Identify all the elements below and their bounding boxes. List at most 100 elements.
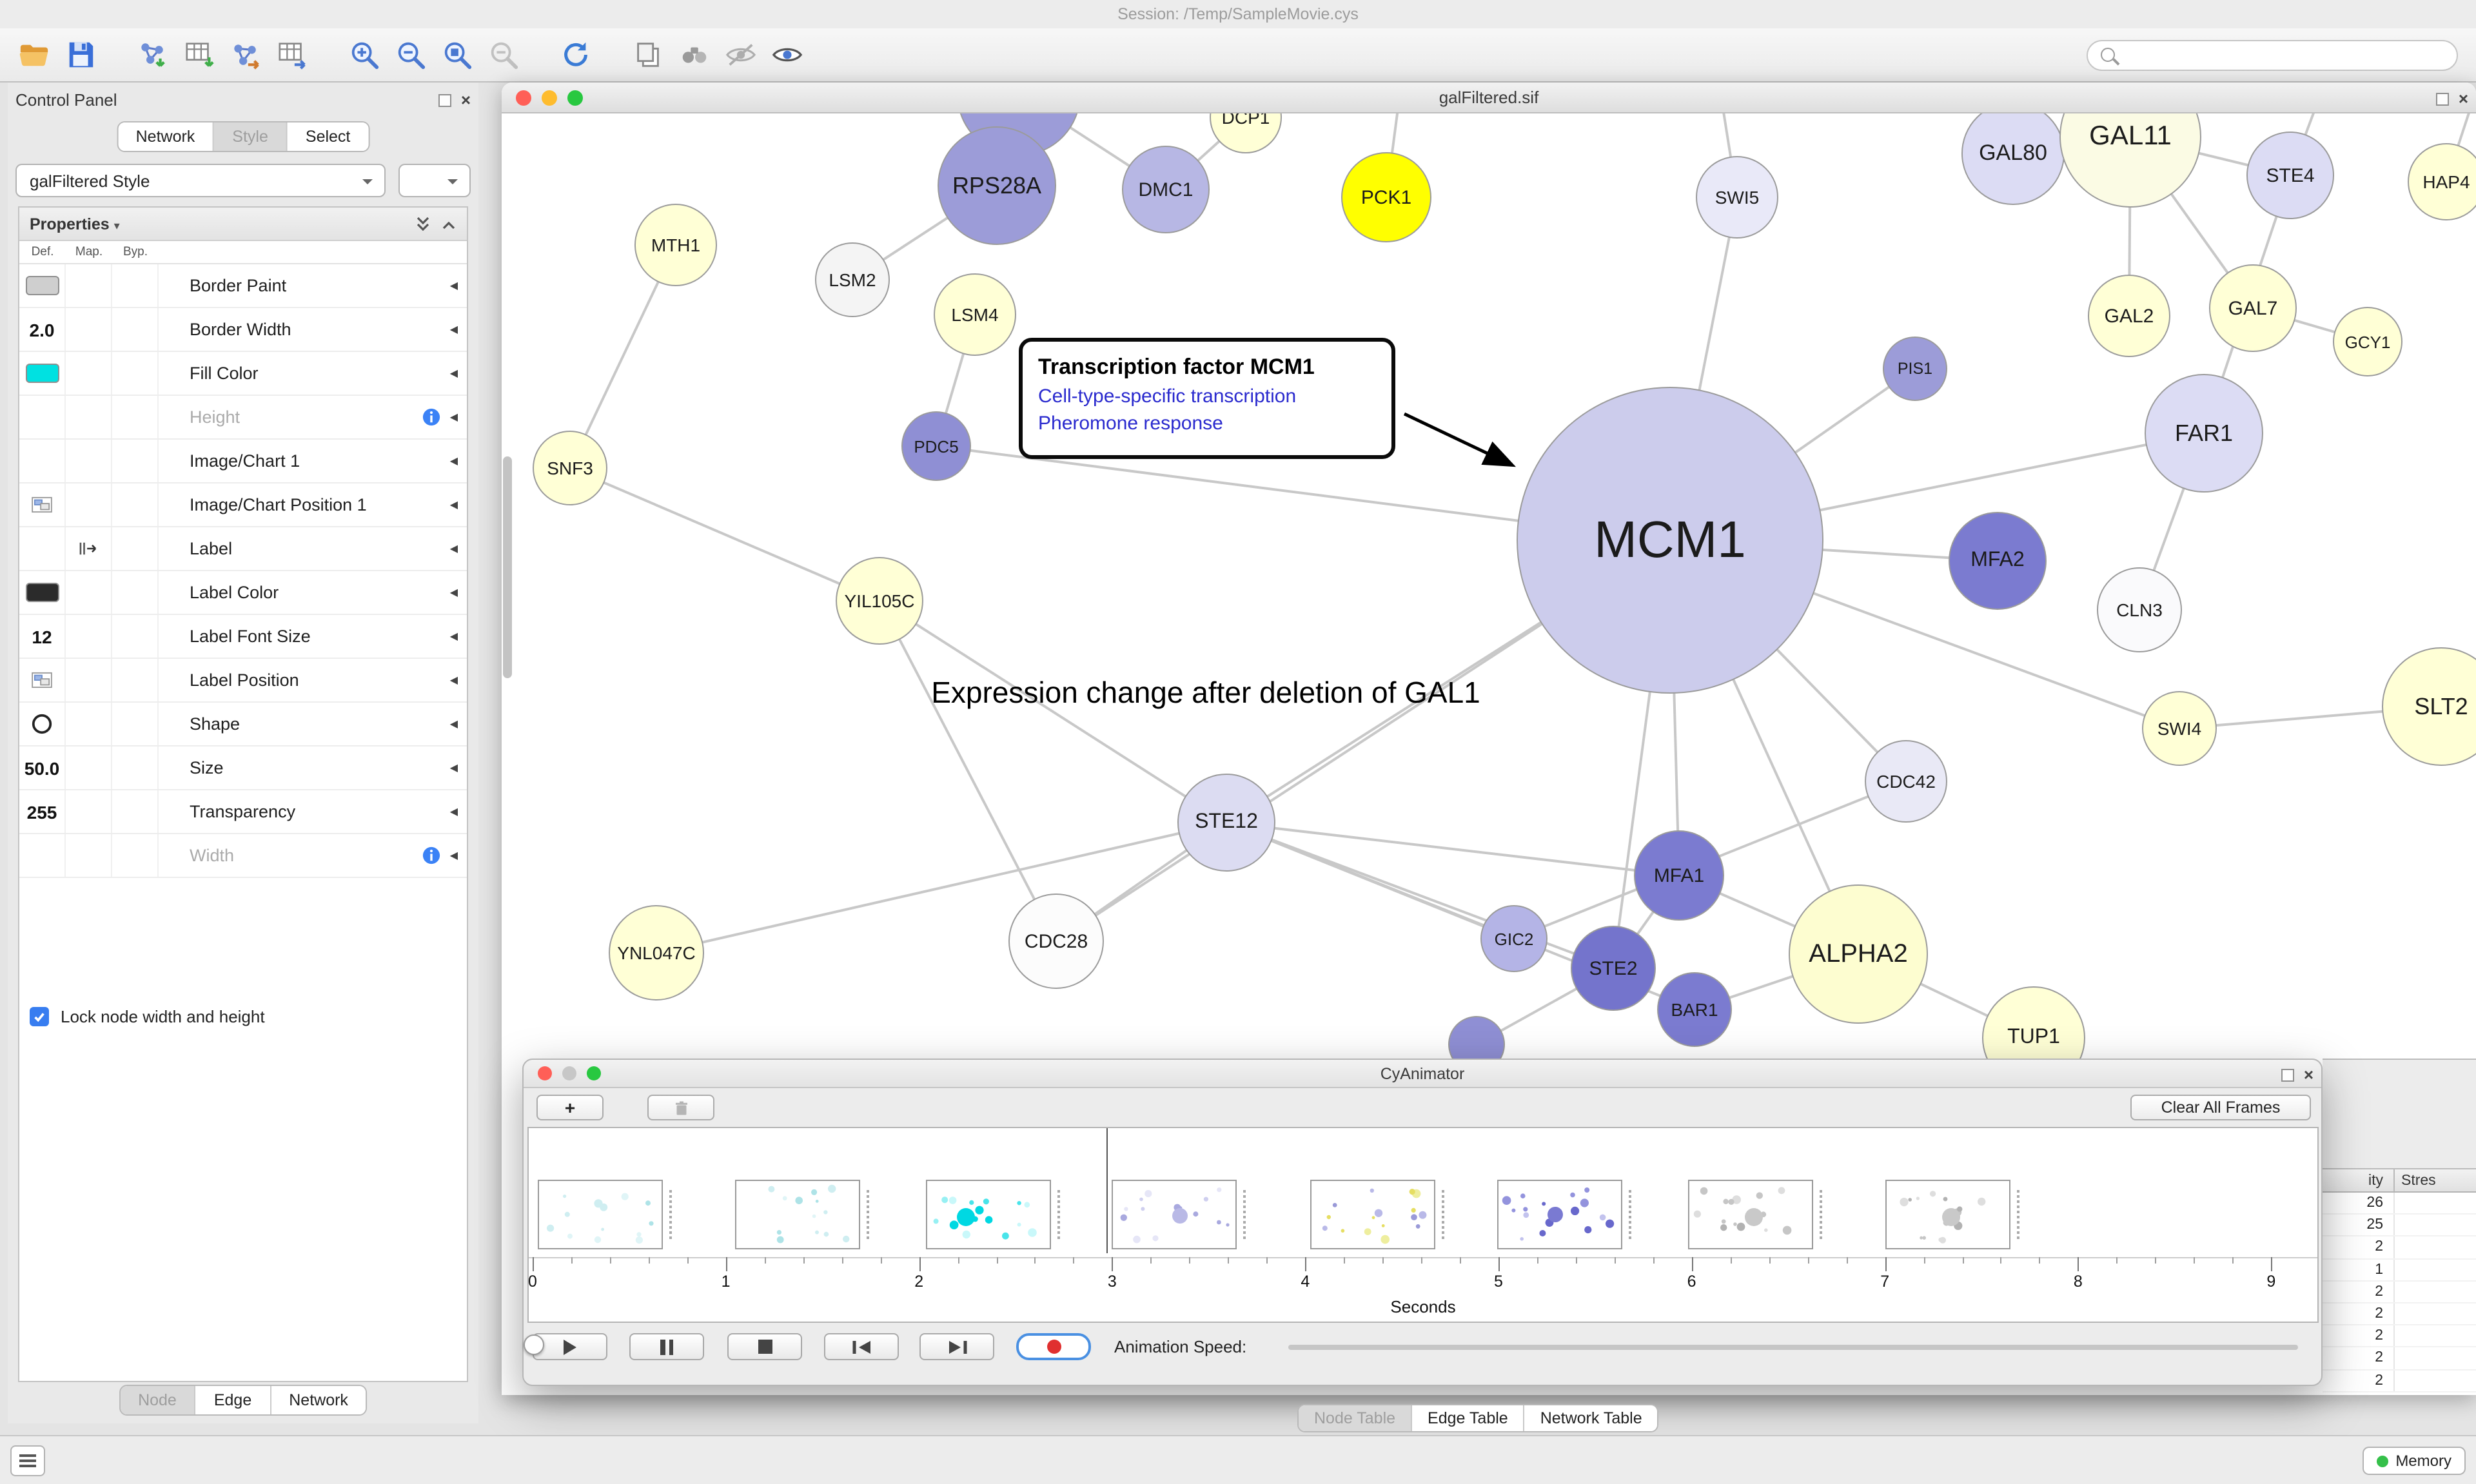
node-mfa2[interactable]: MFA2: [1949, 512, 2047, 610]
open-session-button[interactable]: [13, 34, 54, 75]
node-mcm1[interactable]: MCM1: [1517, 387, 1823, 694]
mapping-cell[interactable]: [66, 396, 112, 438]
search-box[interactable]: [2087, 39, 2458, 70]
node-mfa1[interactable]: MFA1: [1634, 830, 1724, 921]
pause-button[interactable]: [629, 1333, 704, 1360]
node-gal11[interactable]: GAL11: [2059, 113, 2201, 208]
frame-thumbnail-4[interactable]: [1112, 1180, 1246, 1249]
minimize-window-icon[interactable]: [542, 90, 557, 106]
node-pck1[interactable]: PCK1: [1341, 152, 1431, 242]
node-bar1[interactable]: BAR1: [1657, 972, 1732, 1047]
search-input[interactable]: [2124, 44, 2444, 65]
speed-slider-track[interactable]: [1288, 1345, 2298, 1350]
default-value-cell[interactable]: [19, 440, 66, 482]
vertical-scrollbar[interactable]: [503, 456, 512, 678]
tab-edge-table[interactable]: Edge Table: [1412, 1405, 1525, 1431]
frame-thumbnail-8[interactable]: [1885, 1180, 2019, 1249]
bypass-cell[interactable]: [112, 483, 159, 526]
expand-arrow-icon[interactable]: ◀: [449, 762, 458, 774]
mapping-cell[interactable]: [66, 747, 112, 789]
default-value-cell[interactable]: [19, 352, 66, 395]
network-window-titlebar[interactable]: galFiltered.sif ×: [502, 83, 2476, 113]
bypass-cell[interactable]: [112, 264, 159, 307]
tab-edge[interactable]: Edge: [195, 1386, 271, 1414]
node-mth1[interactable]: MTH1: [634, 204, 717, 286]
expand-arrow-icon[interactable]: ◀: [449, 806, 458, 817]
export-network-button[interactable]: [224, 34, 266, 75]
mapping-cell[interactable]: [66, 703, 112, 745]
default-value-cell[interactable]: [19, 834, 66, 877]
zoom-window-icon[interactable]: [587, 1066, 601, 1080]
node-swi5[interactable]: SWI5: [1696, 156, 1778, 239]
mapping-cell[interactable]: [66, 483, 112, 526]
default-value-cell[interactable]: [19, 527, 66, 570]
close-view-icon[interactable]: ×: [2458, 89, 2468, 108]
node-lsm2[interactable]: LSM2: [815, 242, 890, 317]
canvas-text-annotation[interactable]: Expression change after deletion of GAL1: [931, 676, 1480, 709]
speed-slider-thumb[interactable]: [524, 1334, 544, 1355]
bypass-cell[interactable]: [112, 615, 159, 658]
node-lsm4[interactable]: LSM4: [934, 273, 1016, 356]
delete-frame-button[interactable]: [647, 1095, 714, 1120]
node-ste2[interactable]: STE2: [1571, 926, 1656, 1011]
tab-network[interactable]: Network: [271, 1386, 366, 1414]
default-value-cell[interactable]: [19, 264, 66, 307]
node-yil105c[interactable]: YIL105C: [836, 557, 923, 645]
property-row-width[interactable]: Width◀: [19, 834, 467, 878]
skip-to-end-button[interactable]: [919, 1333, 994, 1360]
frame-thumbnail-6[interactable]: [1497, 1180, 1631, 1249]
node-pdc5[interactable]: PDC5: [901, 411, 971, 481]
mapping-cell[interactable]: [66, 659, 112, 701]
default-value-cell[interactable]: [19, 396, 66, 438]
style-dropdown[interactable]: galFiltered Style: [15, 164, 386, 197]
bypass-cell[interactable]: [112, 308, 159, 351]
node-pis1[interactable]: PIS1: [1883, 337, 1947, 401]
playhead[interactable]: [1106, 1128, 1108, 1253]
refresh-button[interactable]: [555, 34, 596, 75]
bypass-cell[interactable]: [112, 527, 159, 570]
mapping-cell[interactable]: [66, 352, 112, 395]
minimize-window-icon[interactable]: [562, 1066, 576, 1080]
float-window-icon[interactable]: [2281, 1069, 2295, 1082]
property-row-image-chart-1[interactable]: Image/Chart 1◀: [19, 440, 467, 483]
expand-arrow-icon[interactable]: ◀: [449, 411, 458, 423]
expand-arrow-icon[interactable]: ◀: [449, 718, 458, 730]
property-row-label-color[interactable]: Label Color◀: [19, 571, 467, 615]
expand-arrow-icon[interactable]: ◀: [449, 587, 458, 598]
node-gic2[interactable]: GIC2: [1480, 905, 1548, 972]
save-button[interactable]: [59, 34, 101, 75]
node-gal7[interactable]: GAL7: [2209, 264, 2297, 352]
close-view-icon[interactable]: ×: [2303, 1065, 2314, 1084]
float-window-icon[interactable]: [2436, 93, 2450, 106]
zoom-out-button[interactable]: [389, 34, 431, 75]
property-row-fill-color[interactable]: Fill Color◀: [19, 352, 467, 396]
bypass-cell[interactable]: [112, 440, 159, 482]
expand-arrow-icon[interactable]: ◀: [449, 324, 458, 335]
bypass-cell[interactable]: [112, 396, 159, 438]
node-cln3[interactable]: CLN3: [2097, 567, 2182, 652]
default-value-cell[interactable]: [19, 483, 66, 526]
import-network-button[interactable]: [132, 34, 173, 75]
node-gcy1[interactable]: GCY1: [2333, 307, 2402, 376]
node-cdc42[interactable]: CDC42: [1865, 740, 1947, 823]
skip-to-start-button[interactable]: [824, 1333, 899, 1360]
default-value-cell[interactable]: 50.0: [19, 747, 66, 789]
bypass-cell[interactable]: [112, 703, 159, 745]
default-value-cell[interactable]: [19, 659, 66, 701]
export-table-button[interactable]: [271, 34, 312, 75]
hide-selected-button[interactable]: [720, 34, 761, 75]
node-ynl047c[interactable]: YNL047C: [609, 905, 704, 1001]
frame-thumbnail-3[interactable]: [926, 1180, 1060, 1249]
panel-menu-button[interactable]: [10, 1445, 45, 1476]
collapse-all-icon[interactable]: [415, 215, 431, 232]
node-rps28a[interactable]: RPS28A: [938, 126, 1056, 245]
record-button[interactable]: [1016, 1333, 1091, 1360]
expand-arrow-icon[interactable]: ◀: [449, 674, 458, 686]
bypass-cell[interactable]: [112, 834, 159, 877]
mapping-cell[interactable]: [66, 440, 112, 482]
bypass-cell[interactable]: [112, 352, 159, 395]
default-value-cell[interactable]: [19, 703, 66, 745]
